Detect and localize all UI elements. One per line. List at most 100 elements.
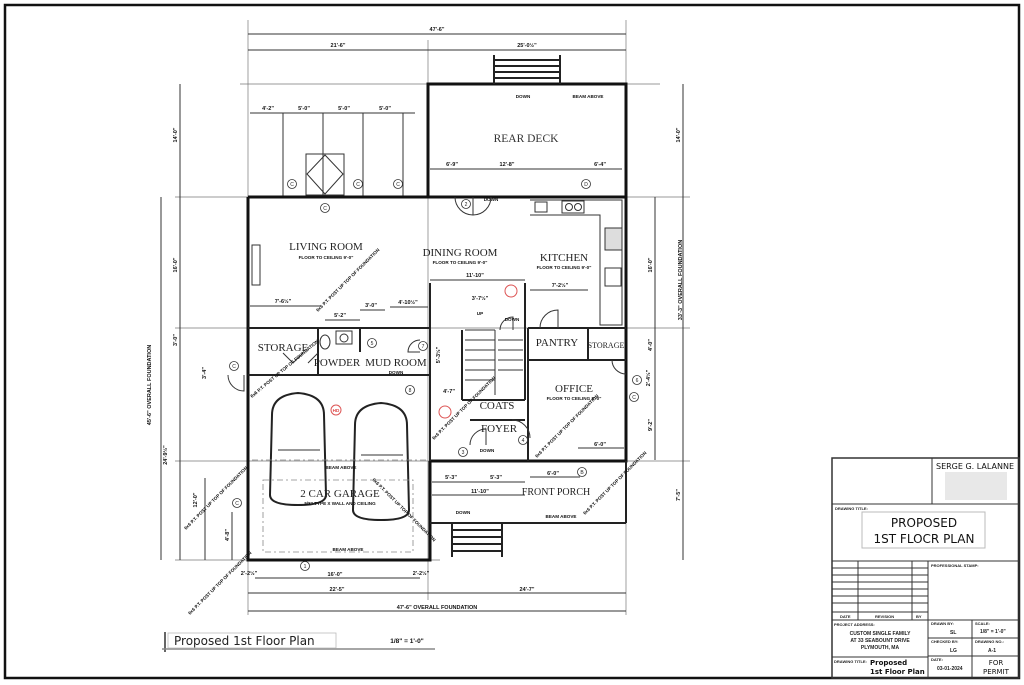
beam-above-note: BEAM ABOVE (326, 465, 357, 470)
sheet-title-line-2: 1st Floor Plan (870, 668, 925, 676)
by-column-label: BY (916, 614, 922, 619)
down-note: DOWN (505, 317, 520, 322)
sheet-title-label: DRAWING TITLE: (834, 659, 867, 664)
up-note: UP (477, 311, 483, 316)
room-office: OFFICE (555, 383, 593, 395)
tag-markers: C C C C D 2 3 4 5 6 7 8 1 C B C C (229, 179, 642, 571)
range-icon (604, 227, 623, 251)
room-mud-room: MUD ROOM (365, 357, 427, 369)
dim-label: 7'-5" (676, 489, 682, 501)
dim-label: 25'-0½" (517, 42, 537, 49)
drawn-by-label: DRAWN BY: (931, 621, 954, 626)
dim-label: 45'-6" OVERALL FOUNDATION (147, 345, 153, 425)
drawing-title-line-2: 1ST FLOCR PLAN (874, 532, 975, 546)
tag: 2 (465, 202, 468, 208)
dim-label: 5'-3" (490, 475, 502, 481)
designer-contact-block (945, 472, 1007, 500)
dim-label: 5'-2" (334, 313, 346, 319)
room-coats: COATS (480, 400, 515, 412)
rear-deck-stairs (493, 55, 561, 84)
dim-label: 16'-0" (648, 257, 654, 272)
room-kitchen: KITCHEN (540, 252, 588, 264)
dim-label: 2'-2½" (241, 570, 258, 577)
dim-label: 24'-7" (520, 587, 535, 593)
scale-value: 1/8" = 1'-0" (980, 629, 1006, 635)
toilet-icon (319, 334, 331, 350)
dim-label: 6'-0" (547, 471, 559, 477)
date-value: 03-01-2024 (937, 666, 963, 672)
dim-label: 6'-0" (594, 442, 606, 448)
dim-label: 5'-0" (338, 106, 350, 112)
dim-label: 4'-10½" (398, 299, 418, 306)
ceiling-note: FLOOR TO CEILING 9'-0" (299, 255, 354, 260)
main-stairs (465, 329, 523, 395)
dim-label: 11'-10" (466, 273, 484, 279)
dim-label: 47'-6" OVERALL FOUNDATION (397, 605, 477, 611)
tag: B (580, 470, 584, 476)
room-powder: POWDER (314, 357, 361, 369)
down-note: DOWN (516, 94, 531, 99)
ceiling-note: FLOOR TO CEILING 9'-0" (433, 260, 488, 265)
car-icon (351, 401, 411, 522)
dim-label: 6'-4" (594, 162, 606, 168)
caption-scale: 1/8" = 1'-0" (390, 638, 424, 645)
room-foyer: FOYER (481, 423, 518, 435)
drawing-no-value: A-1 (988, 648, 996, 654)
professional-stamp-label: PROFESSIONAL STAMP: (931, 563, 979, 568)
tag: C (632, 395, 636, 401)
dim-label: 24'-9½" (162, 445, 169, 465)
beam-lines (252, 459, 428, 553)
rear-pergola (282, 113, 404, 197)
drawing-no-label: DRAWING NO.: (975, 639, 1004, 644)
dim-label: 7'-2½" (552, 282, 569, 289)
date-label: DATE: (931, 657, 943, 662)
beam-above-note: BEAM ABOVE (573, 94, 604, 99)
tag: C (323, 206, 327, 212)
tag: 7 (422, 344, 425, 350)
dim-label: 12'-0" (193, 492, 199, 507)
tag: C (235, 501, 239, 507)
tag: C (232, 364, 236, 370)
revision-column-label: REVISION (875, 614, 894, 619)
sheet-title-line-1: Proposed (870, 659, 907, 667)
tag: C (396, 182, 400, 188)
drawing-title-line-1: PROPOSED (891, 516, 957, 530)
dim-label: 9'-2" (648, 419, 654, 431)
down-note: DOWN (484, 197, 499, 202)
room-pantry: PANTRY (536, 337, 578, 349)
tag: 5 (371, 341, 374, 347)
checked-by-label: CHECKED BY: (931, 639, 958, 644)
title-block (831, 457, 1020, 679)
dim-label: 3'-7½" (472, 295, 489, 302)
dim-label: 12'-8" (500, 162, 515, 168)
dim-label: 47'-6" (430, 27, 445, 33)
car-icon (268, 391, 328, 507)
designer-name: SERGE G. LALANNE (936, 462, 1014, 471)
status-line-2: PERMIT (983, 668, 1010, 676)
scale-label: SCALE: (975, 621, 990, 626)
tag: 6 (636, 378, 639, 384)
tag: D (584, 182, 588, 188)
dim-label: 14'-0" (173, 127, 179, 142)
tag: 1 (304, 564, 307, 570)
room-storage-left: STORAGE (258, 342, 309, 354)
dim-label: 16'-0" (173, 257, 179, 272)
doors (227, 196, 627, 446)
garage-cars (268, 391, 411, 522)
room-garage: 2 CAR GARAGE (300, 488, 380, 500)
tag: 3 (462, 450, 465, 456)
dim-label: 3'-0" (365, 303, 377, 309)
room-rear-deck: REAR DECK (494, 133, 560, 145)
drawn-by-value: SL (950, 630, 956, 636)
project-line-2: AT 33 SEABOUNT DRIVE (850, 638, 910, 644)
dim-label: 5'-0" (379, 106, 391, 112)
dim-label: 4'-0" (648, 339, 654, 351)
dim-label: 5'-3½" (435, 346, 442, 363)
tag: 4 (522, 438, 525, 444)
down-note: DOWN (389, 370, 404, 375)
dim-label: 4'-2" (262, 106, 274, 112)
tag: C (356, 182, 360, 188)
checked-by-value: LG (950, 648, 957, 654)
beam-above-note: BEAM ABOVE (546, 514, 577, 519)
